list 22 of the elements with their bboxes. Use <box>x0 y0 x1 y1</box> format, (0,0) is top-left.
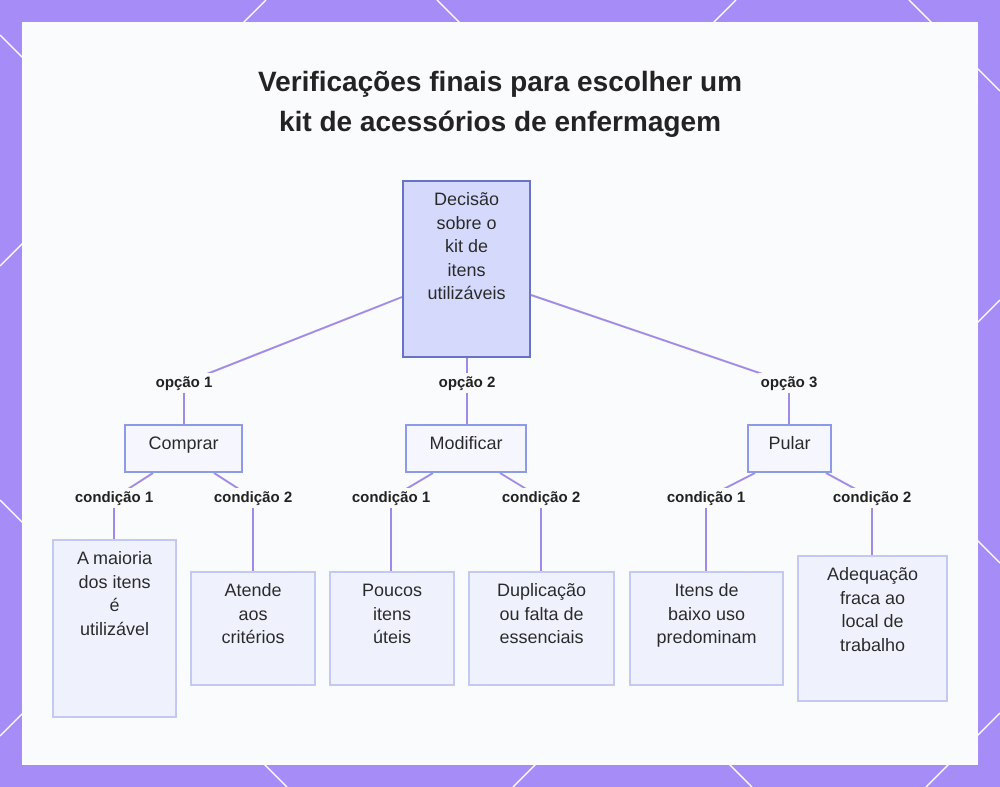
connector-line <box>183 296 402 424</box>
diagram-title: Verificações finais para escolher um kit de acessórios de enfermagem <box>256 65 743 139</box>
condition-box <box>468 571 615 686</box>
condition-text: Adequação fraca ao local de trabalho <box>826 563 920 656</box>
option-text: Comprar <box>148 432 218 455</box>
condition-box <box>797 555 948 702</box>
condition-box <box>629 571 784 686</box>
condition-text: Atende aos critérios <box>220 579 286 649</box>
decision-box <box>402 180 531 358</box>
condition-box <box>52 539 177 718</box>
condition-box <box>329 571 455 686</box>
condition-text: Duplicação ou falta de essenciais <box>496 579 588 649</box>
option-box <box>405 424 527 473</box>
condition-text: A maioria dos itens é utilizável <box>76 547 154 640</box>
option-box <box>124 424 243 473</box>
option-box <box>747 424 832 473</box>
option-text: Pular <box>768 432 811 455</box>
decision-text: Decisão sobre o kit de itens utilizáveis <box>426 188 506 305</box>
condition-text: Poucos itens úteis <box>360 579 424 649</box>
condition-text: Itens de baixo uso predominam <box>655 579 758 649</box>
option-text: Modificar <box>429 432 503 455</box>
condition-box <box>190 571 316 686</box>
